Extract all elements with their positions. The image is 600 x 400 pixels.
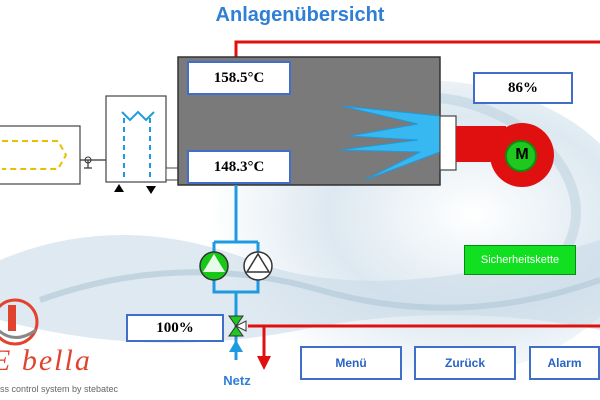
blower-fan [456, 123, 554, 187]
brand-logo-letter: E [0, 344, 12, 377]
supply-pipe-top [234, 40, 600, 57]
burner-housing [439, 115, 457, 171]
menu-button[interactable]: Menü [300, 346, 402, 380]
bypass-pipe-red [248, 324, 600, 360]
stebatec-logo-icon [0, 298, 39, 346]
burner-flame [339, 105, 441, 181]
mixing-valve [228, 315, 247, 337]
heat-exchanger-left [0, 125, 106, 185]
boiler-temp-bottom-readout: 148.3°C [187, 150, 291, 184]
filter-unit [105, 95, 167, 194]
alarm-button[interactable]: Alarm [529, 346, 600, 380]
brand-tagline: ss control system by stebatec [0, 384, 119, 394]
page-title: Anlagenübersicht [215, 4, 385, 26]
bypass-arrow-down [257, 356, 271, 370]
brand-product-name: bella [21, 344, 92, 377]
brand-name: E bella [0, 344, 92, 378]
netz-arrow-up [229, 340, 243, 352]
pump-left-running [199, 251, 229, 281]
valve-position-readout: 100% [126, 314, 224, 342]
fan-speed-readout: 86% [473, 72, 573, 104]
back-button[interactable]: Zurück [414, 346, 516, 380]
boiler-temp-top-readout: 158.5°C [187, 61, 291, 95]
pump-right-idle [243, 251, 273, 281]
safety-chain-indicator[interactable]: Sicherheitskette [464, 245, 576, 275]
netz-label: Netz [223, 373, 251, 388]
fan-motor-label: M [515, 146, 529, 163]
